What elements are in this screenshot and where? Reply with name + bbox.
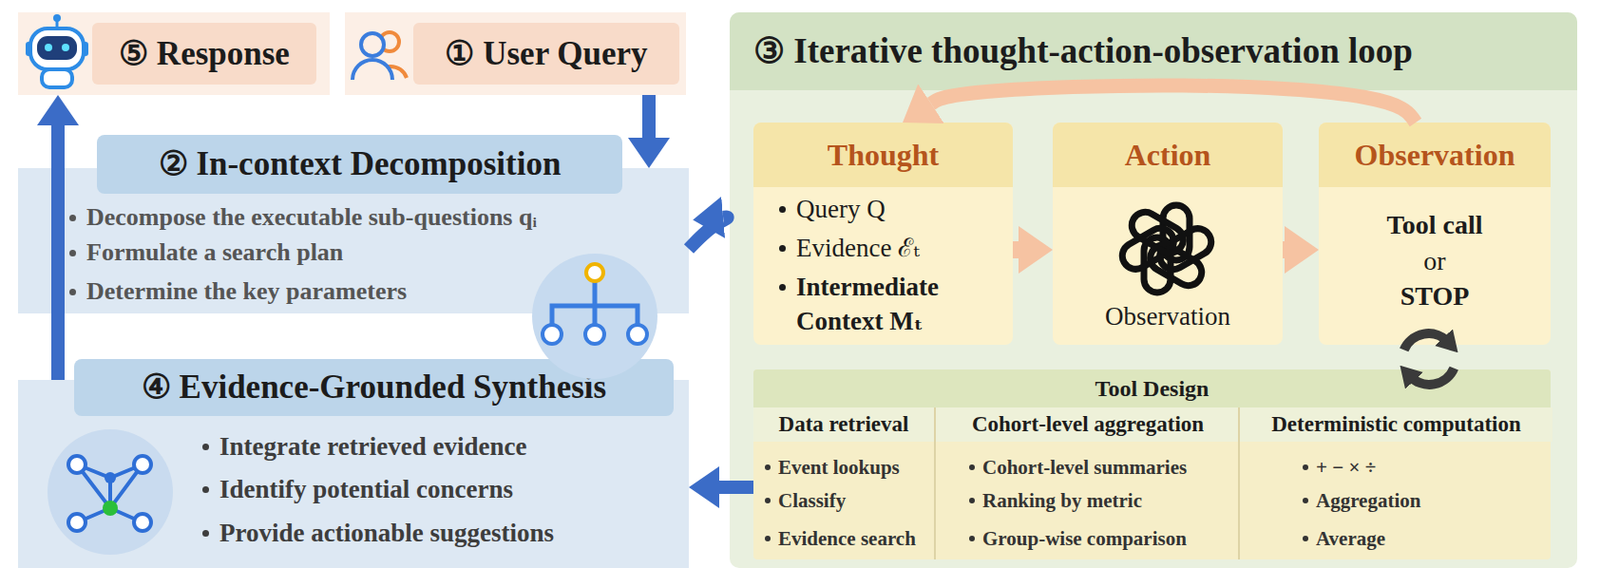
bullet-dot xyxy=(69,288,77,296)
bullet-text: Provide actionable suggestions xyxy=(219,517,676,549)
tool-item: Aggregation xyxy=(1315,488,1551,514)
bullet-text: Determine the key parameters xyxy=(86,276,676,307)
loop-card: ThoughtQuery Q Evidence ℰₜ Intermediate Co… xyxy=(753,122,1013,345)
bullet-text: Integrate retrieved evidence xyxy=(219,431,676,462)
column-heading: Deterministic computation xyxy=(1239,407,1553,442)
bullet-text: Intermediate Context Mₜ xyxy=(796,269,977,339)
loop-panel: ③ Iterative thought-action-observation l… xyxy=(729,12,1578,569)
tool-item: Group-wise comparison xyxy=(982,526,1239,552)
card-heading: Observation xyxy=(1318,122,1551,188)
flow-arrow xyxy=(642,95,656,138)
bullet-dot xyxy=(969,464,975,471)
response-box: ⑤ Response xyxy=(18,12,330,96)
step-label: ① User Query xyxy=(413,22,680,85)
tool-column: Deterministic computation + − × ÷ Aggregat… xyxy=(1238,407,1551,560)
bullet-text: Evidence ℰₜ xyxy=(796,232,1001,264)
panel-title: ③ Iterative thought-action-observation l… xyxy=(729,12,1578,91)
tree-icon xyxy=(542,324,562,344)
stage-panel: ④ Evidence-Grounded SynthesisIntegrate r… xyxy=(18,380,689,569)
tool-item: Average xyxy=(1315,526,1551,552)
bullet-text: Query Q xyxy=(796,193,1001,225)
flow-arrow xyxy=(688,217,728,249)
tree-icon xyxy=(585,324,605,344)
step-label: ⑤ Response xyxy=(92,22,317,85)
bullet-dot xyxy=(202,530,210,537)
bullet-dot xyxy=(779,284,786,291)
panel-title: ④ Evidence-Grounded Synthesis xyxy=(74,359,674,417)
card-heading: Thought xyxy=(753,122,1013,188)
bullet-dot xyxy=(969,535,975,542)
tool-item: Cohort-level summaries xyxy=(982,455,1239,480)
tool-column: Data retrievalEvent lookupsClassifyEvide… xyxy=(753,407,934,560)
section-heading: Tool Design xyxy=(753,369,1551,408)
bullet-dot xyxy=(764,535,771,542)
bullet-dot xyxy=(1302,535,1309,542)
column-heading: Cohort-level aggregation xyxy=(935,407,1240,442)
bullet-dot xyxy=(764,497,771,504)
tree-icon xyxy=(628,324,648,344)
tool-item: Evidence search xyxy=(778,526,933,552)
tool-item: Classify xyxy=(778,488,933,514)
bullet-dot xyxy=(69,214,77,222)
bullet-dot xyxy=(764,464,771,471)
bullet-dot xyxy=(69,249,77,257)
bullet-text: Decompose the executable sub-questions q… xyxy=(86,202,676,233)
stage-panel: ② In-context DecompositionDecompose the … xyxy=(18,168,689,314)
loop-card: ObservationTool callorSTOP xyxy=(1318,122,1551,345)
bullet-dot xyxy=(202,443,210,451)
tool-column: Cohort-level aggregationCohort-level sum… xyxy=(933,407,1239,560)
bullet-dot xyxy=(779,206,786,213)
observation-text: Tool call xyxy=(1318,209,1551,242)
card-heading: Action xyxy=(1052,122,1283,188)
observation-text: or xyxy=(1318,245,1551,278)
bullet-dot xyxy=(969,497,975,504)
bullet-text: Formulate a search plan xyxy=(86,237,676,268)
bullet-dot xyxy=(1302,464,1309,471)
query-box: ① User Query xyxy=(344,12,686,96)
bullet-dot xyxy=(202,486,210,494)
tool-item: + − × ÷ xyxy=(1315,455,1551,480)
caption-text: Observation xyxy=(1052,301,1283,332)
observation-text: STOP xyxy=(1318,280,1551,313)
bullet-text: Identify potential concerns xyxy=(219,474,676,505)
bullet-dot xyxy=(779,245,786,252)
tool-item: Event lookups xyxy=(778,455,933,480)
panel-title: ② In-context Decomposition xyxy=(96,134,623,194)
tool-panel: Tool DesignData retrievalEvent lookupsCl… xyxy=(753,369,1551,560)
bullet-dot xyxy=(1302,497,1309,504)
tool-item: Ranking by metric xyxy=(982,488,1239,514)
column-heading: Data retrieval xyxy=(753,407,934,442)
loop-card: ActionObservation xyxy=(1052,122,1283,345)
